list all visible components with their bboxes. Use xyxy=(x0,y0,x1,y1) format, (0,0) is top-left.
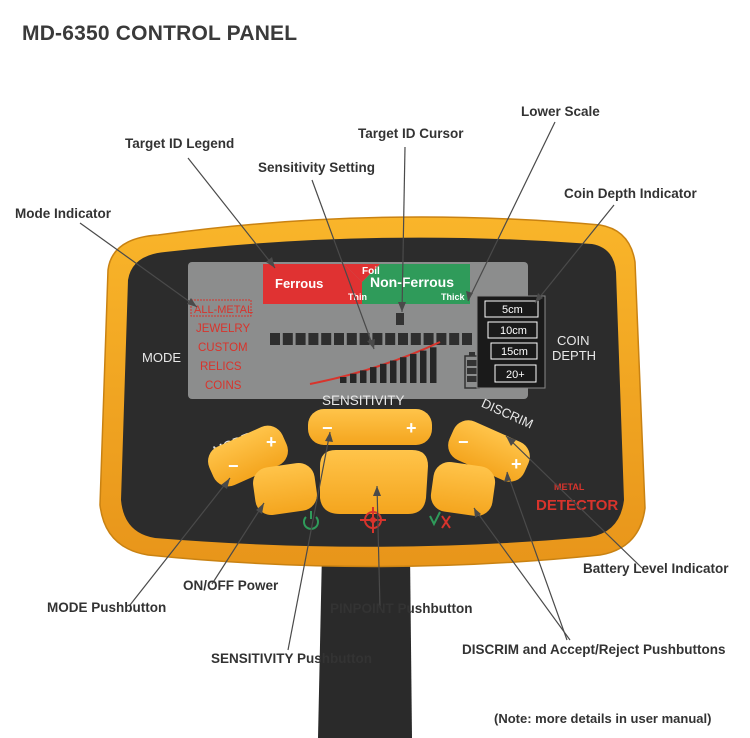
lower-scale-segment xyxy=(282,333,293,345)
page-title: MD-6350 CONTROL PANEL xyxy=(22,22,298,45)
mode-item-all-metal: ALL-METAL xyxy=(194,304,253,316)
target-id-cursor xyxy=(396,313,404,325)
callout-lower-scale: Lower Scale xyxy=(521,104,600,119)
leader-arrowheads xyxy=(187,257,543,518)
callout-mode-indicator: Mode Indicator xyxy=(15,206,112,221)
callout-sensitivity-pushbutton: SENSITIVITY Pushbutton xyxy=(211,651,373,666)
mode-item-relics: RELICS xyxy=(200,361,242,373)
sensitivity-bar xyxy=(390,360,397,383)
depth-20plus: 20+ xyxy=(506,369,525,381)
coin-depth-panel xyxy=(476,295,546,389)
lower-scale-segment xyxy=(334,333,344,345)
mode-item-jewelry: JEWELRY xyxy=(196,323,250,335)
logo-metal: METAL xyxy=(554,482,585,492)
svg-text:+: + xyxy=(266,432,277,452)
sensitivity-wedge-outline xyxy=(309,341,441,385)
lower-scale-segment xyxy=(398,333,408,345)
callout-target-id-cursor: Target ID Cursor xyxy=(358,126,464,141)
svg-text:−: − xyxy=(322,418,333,438)
mode-item-custom: CUSTOM xyxy=(198,342,248,354)
lower-scale-segment xyxy=(321,333,332,345)
pinpoint-pushbutton xyxy=(320,450,428,514)
footnote: (Note: more details in user manual) xyxy=(494,711,712,726)
lower-scale-segment xyxy=(346,333,357,345)
callout-target-id-legend: Target ID Legend xyxy=(125,136,235,151)
lower-scale-segment xyxy=(462,333,472,345)
non-ferrous-text: Non-Ferrous xyxy=(370,274,454,290)
lower-scale-segment xyxy=(295,333,306,345)
accept-reject-pushbutton xyxy=(430,461,496,517)
depth-label: DEPTH xyxy=(552,348,596,363)
callout-discrim-pushbuttons: DISCRIM and Accept/Reject Pushbuttons xyxy=(462,642,726,657)
callout-sensitivity-setting: Sensitivity Setting xyxy=(258,160,376,175)
sensitivity-bar xyxy=(400,357,407,383)
foil-band xyxy=(344,264,380,282)
depth-5cm: 5cm xyxy=(502,304,523,316)
ferrous-band xyxy=(263,264,362,304)
lower-scale-segment xyxy=(359,333,370,345)
callout-on-off-power: ON/OFF Power xyxy=(183,578,279,593)
mode-item-coins: COINS xyxy=(205,380,242,392)
coin-label: COIN xyxy=(557,333,590,348)
callout-battery-level-indicator: Battery Level Indicator xyxy=(583,561,729,576)
svg-text:−: − xyxy=(458,432,469,452)
thin-text: Thin xyxy=(348,292,367,302)
svg-text:+: + xyxy=(406,418,417,438)
sensitivity-bar xyxy=(350,373,357,383)
callout-mode-pushbutton: MODE Pushbutton xyxy=(47,600,167,615)
lower-scale-segment xyxy=(308,333,319,345)
callout-coin-depth-indicator: Coin Depth Indicator xyxy=(564,186,697,201)
sensitivity-bar xyxy=(420,350,427,383)
svg-text:+: + xyxy=(511,454,522,474)
sensitivity-bar xyxy=(430,347,437,383)
callout-pinpoint-pushbutton: PINPOINT Pushbutton xyxy=(330,601,473,616)
lower-scale-segment xyxy=(449,333,460,345)
lower-scale-segment xyxy=(436,333,447,345)
lower-scale-segment xyxy=(423,333,434,345)
mode-panel-label: MODE xyxy=(142,350,181,365)
non-ferrous-band xyxy=(362,264,470,304)
sensitivity-panel-label: SENSITIVITY xyxy=(322,393,405,408)
svg-text:−: − xyxy=(228,456,239,476)
sensitivity-bar xyxy=(370,367,377,383)
foil-text: Foil xyxy=(362,266,380,277)
sensitivity-bars xyxy=(340,347,437,383)
lower-scale-segment xyxy=(410,333,421,345)
accept-reject-icon xyxy=(429,511,451,529)
sensitivity-bar xyxy=(360,370,367,383)
lower-scale-segment xyxy=(270,333,280,345)
all-metal-highlight xyxy=(190,299,252,317)
mode-pushbutton xyxy=(208,425,288,487)
power-pushbutton xyxy=(253,462,317,516)
depth-15cm: 15cm xyxy=(501,346,528,358)
lower-scale-segment xyxy=(372,333,383,345)
sensitivity-bar xyxy=(410,353,417,383)
leader-lines xyxy=(79,121,643,651)
lower-scale xyxy=(270,333,472,345)
thick-text: Thick xyxy=(441,292,466,302)
lower-scale-segment xyxy=(385,333,396,345)
sensitivity-bar xyxy=(340,377,347,383)
discrim-pushbutton xyxy=(448,420,530,482)
handle-stub xyxy=(318,552,412,738)
depth-10cm: 10cm xyxy=(500,325,527,337)
sensitivity-bar xyxy=(380,363,387,383)
sensitivity-pushbutton xyxy=(308,409,432,445)
ferrous-text: Ferrous xyxy=(275,276,323,291)
